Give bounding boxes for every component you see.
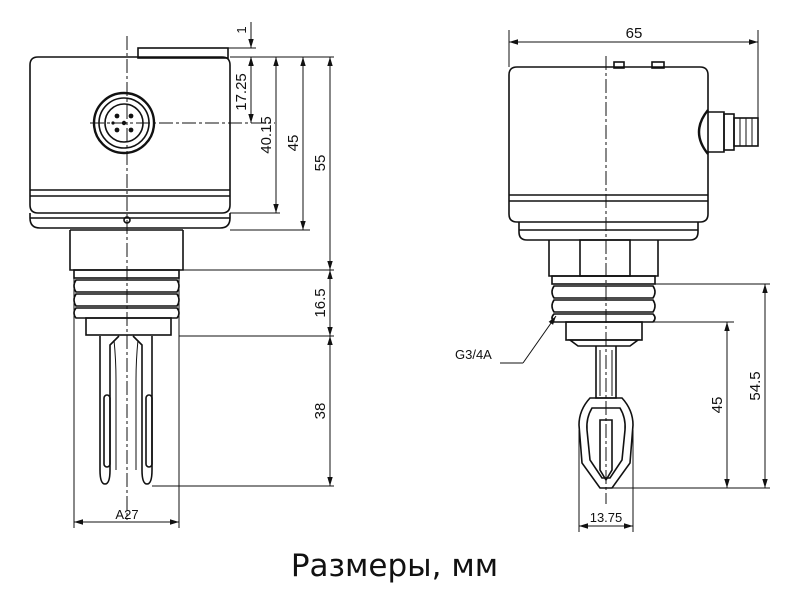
dim-fork-width: 13.75 bbox=[590, 510, 623, 525]
front-housing bbox=[29, 56, 231, 214]
dim-fork-from-seal: 45 bbox=[709, 397, 726, 414]
side-connector bbox=[697, 109, 759, 155]
dim-housing-bottom: 45 bbox=[285, 135, 302, 152]
side-dimensions: 65 G3/4A 45 54.5 13.75 bbox=[455, 25, 770, 532]
dim-wrench-size: A27 bbox=[115, 507, 138, 522]
front-dimensions: 1 17.25 40.15 45 55 16.5 38 A27 bbox=[73, 22, 334, 528]
caption: Размеры, мм bbox=[290, 548, 499, 584]
thread-spec: G3/4A bbox=[455, 347, 492, 362]
dim-fork-length: 38 bbox=[312, 403, 329, 420]
front-fork bbox=[99, 335, 153, 485]
side-housing bbox=[508, 66, 709, 223]
front-view bbox=[29, 36, 275, 520]
side-thread bbox=[551, 275, 656, 347]
side-collar bbox=[518, 222, 699, 241]
dim-overall-width: 65 bbox=[626, 25, 643, 42]
front-collar bbox=[29, 213, 231, 229]
dim-housing-lower-band: 40.15 bbox=[258, 116, 275, 154]
front-housing-lid bbox=[137, 47, 229, 59]
dim-top-offset: 1 bbox=[234, 26, 249, 33]
side-neck bbox=[548, 240, 659, 277]
dim-connector-center: 17.25 bbox=[233, 73, 250, 111]
dim-thread-length: 16.5 bbox=[312, 288, 329, 317]
dim-fork-from-body: 54.5 bbox=[747, 371, 764, 400]
dim-total-to-thread: 55 bbox=[312, 155, 329, 172]
